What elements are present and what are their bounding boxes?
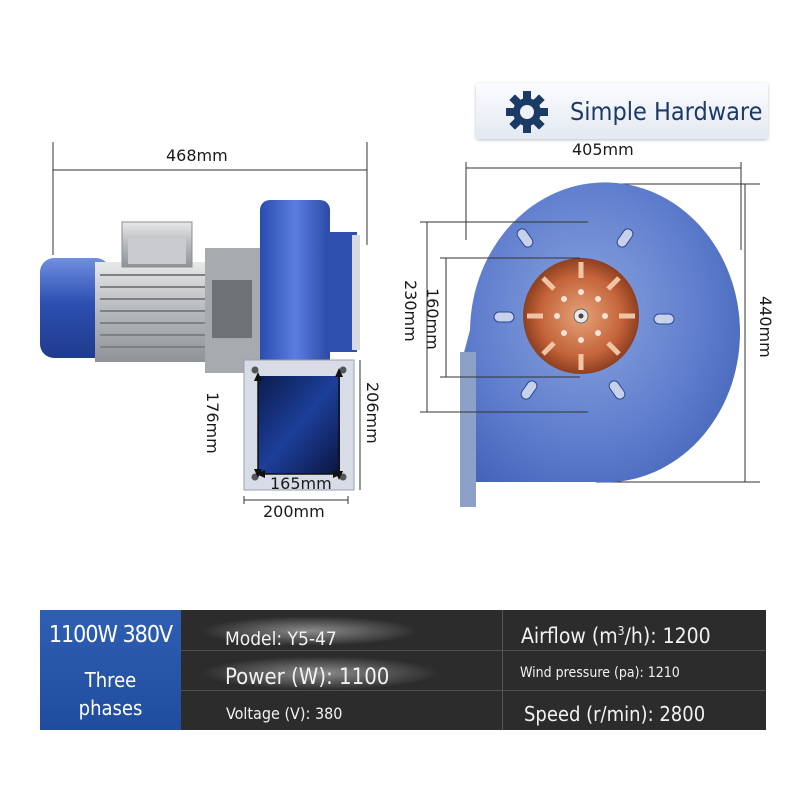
power-voltage-panel: 1100W 380V Three phases <box>40 610 181 730</box>
dim-front-height: 440mm <box>756 296 775 358</box>
airflow-prefix: Airflow (m <box>521 624 618 648</box>
airflow-superscript: 3 <box>617 624 625 638</box>
brand-name: Simple Hardware <box>570 97 763 126</box>
dim-side-width: 468mm <box>166 146 228 165</box>
spec-wind-pressure: Wind pressure (pa): 1210 <box>520 665 680 681</box>
phase-label-line2: phases <box>78 696 143 720</box>
highlight <box>200 616 420 646</box>
airflow-suffix: /h): 1200 <box>624 624 711 648</box>
row-divider <box>181 690 766 691</box>
phase-label-line1: Three <box>84 668 137 692</box>
dim-front-width: 405mm <box>572 140 634 159</box>
spec-voltage: Voltage (V): 380 <box>226 704 343 723</box>
spec-speed: Speed (r/min): 2800 <box>524 702 706 726</box>
column-divider <box>502 610 503 730</box>
brand-badge: Simple Hardware <box>476 83 768 139</box>
spec-power: Power (W): 1100 <box>225 665 390 690</box>
gear-icon <box>506 91 548 133</box>
power-voltage-label: 1100W 380V <box>48 622 173 648</box>
dim-outlet-width-inner: 165mm <box>270 474 332 493</box>
spec-model: Model: Y5-47 <box>225 628 337 650</box>
highlight <box>200 656 440 690</box>
dim-outlet-height-outer: 206mm <box>363 382 382 444</box>
dim-outlet-height-inner: 176mm <box>203 392 222 454</box>
row-divider <box>181 650 766 651</box>
dim-inlet-inner: 160mm <box>423 288 442 350</box>
spec-table: 1100W 380V Three phases Model: Y5-47 Pow… <box>40 610 766 730</box>
dim-outlet-width-outer: 200mm <box>263 502 325 521</box>
dim-inlet-outer: 230mm <box>401 280 420 342</box>
spec-airflow: Airflow (m3/h): 1200 <box>521 624 711 648</box>
